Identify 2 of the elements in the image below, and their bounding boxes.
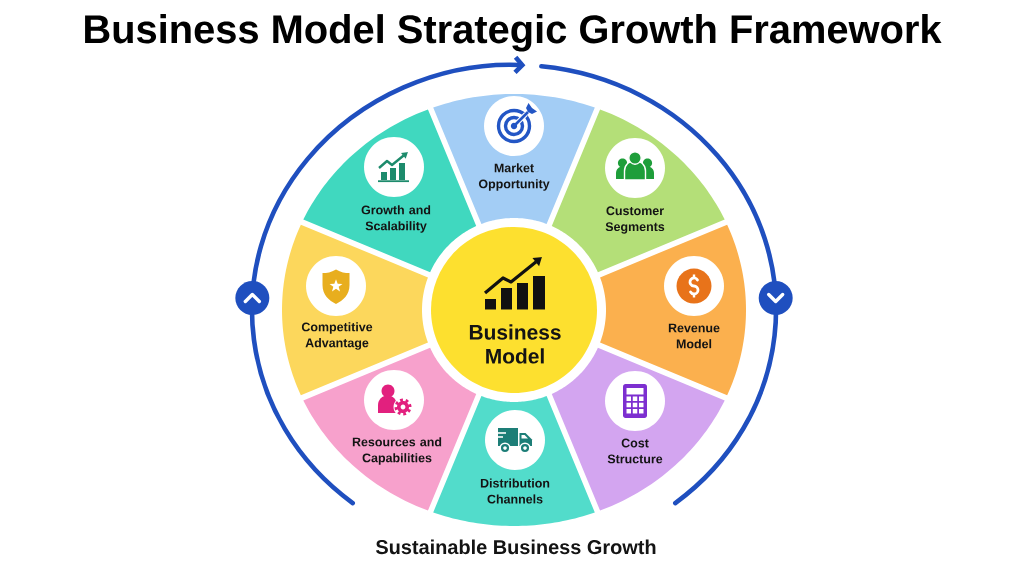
title: Business Model Strategic Growth Framework xyxy=(85,14,942,52)
cycle-label: Sustainable Business Growth xyxy=(375,539,656,555)
